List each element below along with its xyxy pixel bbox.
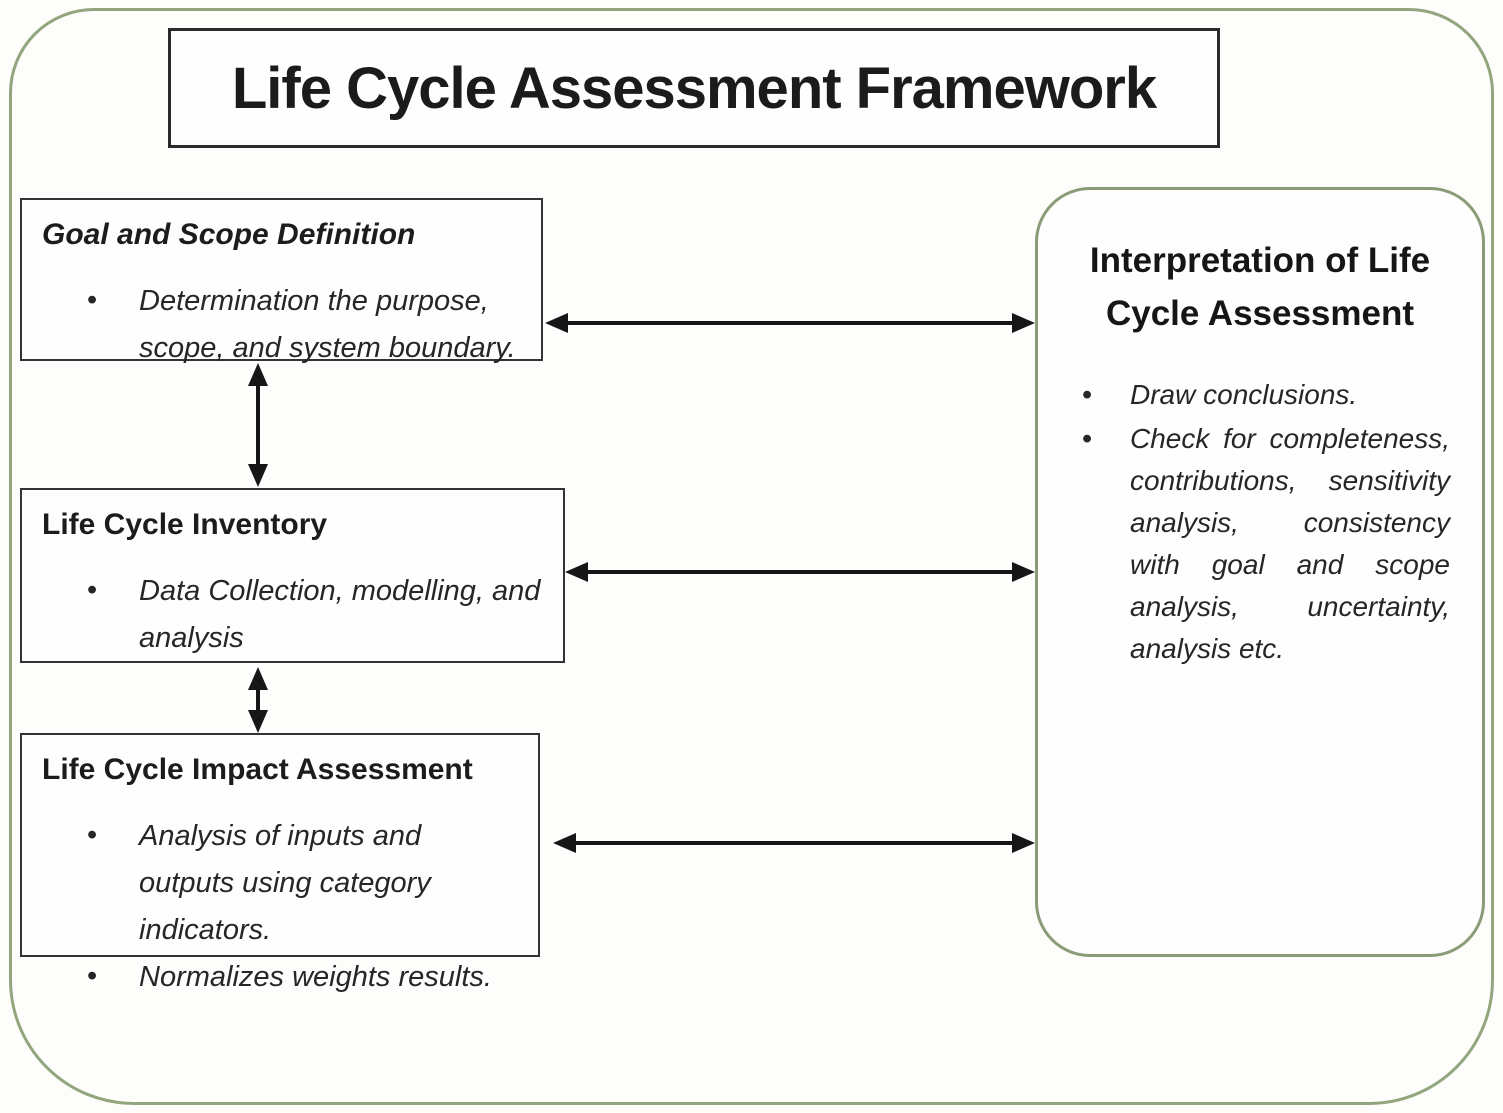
- bullet-text: Determination the purpose, scope, and sy…: [139, 285, 516, 364]
- bullet-icon: •: [1082, 423, 1093, 455]
- box-impact-heading: Life Cycle Impact Assessment: [42, 753, 473, 786]
- bullet-item: • Analysis of inputs and outputs using c…: [87, 813, 520, 954]
- box-goal-scope-definition: Goal and Scope Definition • Determinatio…: [20, 198, 543, 364]
- box-life-cycle-impact-assessment: Life Cycle Impact Assessment • Analysis …: [20, 733, 540, 993]
- bullet-item: • Normalizes weights results.: [87, 954, 520, 1001]
- panel-interpretation-bullets: • Draw conclusions. • Check for complete…: [1082, 374, 1450, 670]
- panel-interpretation: Interpretation of Life Cycle Assessment …: [1035, 187, 1485, 957]
- box-goal-scope-heading: Goal and Scope Definition: [42, 218, 416, 251]
- diagram-title: Life Cycle Assessment Framework: [231, 55, 1157, 121]
- bullet-item: • Check for completeness, contributions,…: [1082, 418, 1450, 670]
- box-goal-scope-bullets: • Determination the purpose, scope, and …: [87, 278, 523, 372]
- bullet-text: Check for completeness, contributions, s…: [1130, 423, 1450, 664]
- bullet-text: Analysis of inputs and outputs using cat…: [139, 820, 431, 946]
- bullet-icon: •: [87, 574, 98, 606]
- box-inventory-bullets: • Data Collection, modelling, and analys…: [87, 568, 545, 662]
- bullet-icon: •: [87, 819, 98, 851]
- bullet-icon: •: [87, 960, 98, 992]
- bullet-item: • Data Collection, modelling, and analys…: [87, 568, 545, 662]
- bullet-text: Draw conclusions.: [1130, 379, 1358, 410]
- arrow-goal-scope-to-inventory: [248, 363, 268, 487]
- bullet-icon: •: [87, 284, 98, 316]
- outer-frame: [9, 8, 1494, 1105]
- arrow-impact-to-interpretation: [553, 833, 1035, 853]
- diagram-title-box: Life Cycle Assessment Framework: [168, 28, 1220, 148]
- box-inventory-heading: Life Cycle Inventory: [42, 508, 328, 541]
- bullet-text: Data Collection, modelling, and analysis: [139, 575, 541, 654]
- bullet-icon: •: [1082, 379, 1093, 411]
- arrow-inventory-to-impact: [248, 667, 268, 733]
- bullet-item: • Determination the purpose, scope, and …: [87, 278, 523, 372]
- box-life-cycle-inventory: Life Cycle Inventory • Data Collection, …: [20, 488, 565, 663]
- arrow-inventory-to-interpretation: [565, 562, 1035, 582]
- box-impact-bullets: • Analysis of inputs and outputs using c…: [87, 813, 520, 1001]
- arrow-goal-scope-to-interpretation: [545, 313, 1035, 333]
- bullet-item: • Draw conclusions.: [1082, 374, 1450, 416]
- bullet-text: Normalizes weights results.: [139, 961, 492, 993]
- panel-interpretation-heading: Interpretation of Life Cycle Assessment: [1089, 241, 1431, 333]
